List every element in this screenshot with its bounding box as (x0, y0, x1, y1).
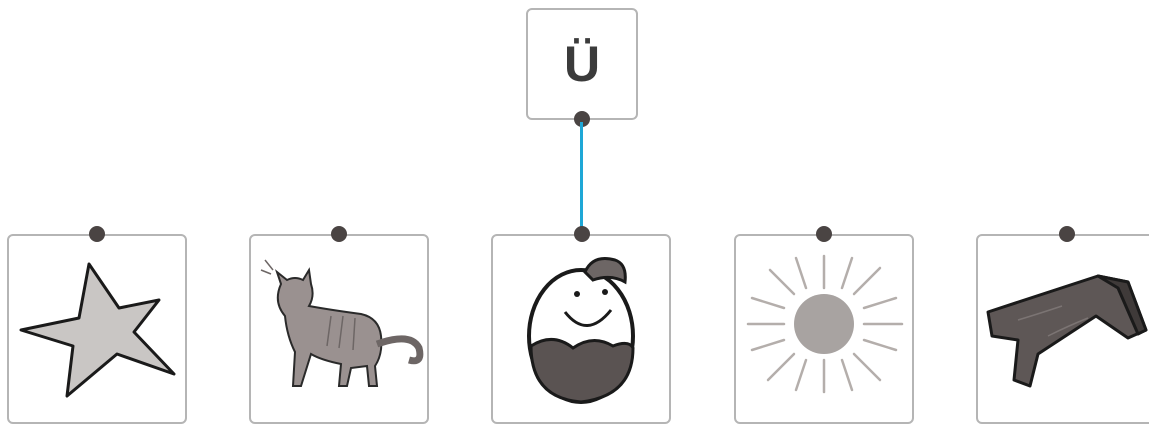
trousers-icon (978, 236, 1149, 426)
picture-card-sun-dot[interactable] (816, 226, 832, 242)
picture-card-trousers-dot[interactable] (1059, 226, 1075, 242)
picture-card-cat-dot[interactable] (331, 226, 347, 242)
egg-with-hat-icon (493, 236, 673, 426)
picture-card-egg[interactable] (491, 234, 671, 424)
picture-card-egg-dot[interactable] (574, 226, 590, 242)
star-icon (9, 236, 189, 426)
picture-card-star-dot[interactable] (89, 226, 105, 242)
connection-line (580, 122, 583, 232)
letter-card[interactable]: Ü (526, 8, 638, 120)
cat-icon (251, 236, 431, 426)
picture-card-star[interactable] (7, 234, 187, 424)
picture-card-cat[interactable] (249, 234, 429, 424)
sun-icon (736, 236, 916, 426)
picture-card-sun[interactable] (734, 234, 914, 424)
picture-card-trousers[interactable] (976, 234, 1149, 424)
target-letter: Ü (564, 39, 600, 89)
